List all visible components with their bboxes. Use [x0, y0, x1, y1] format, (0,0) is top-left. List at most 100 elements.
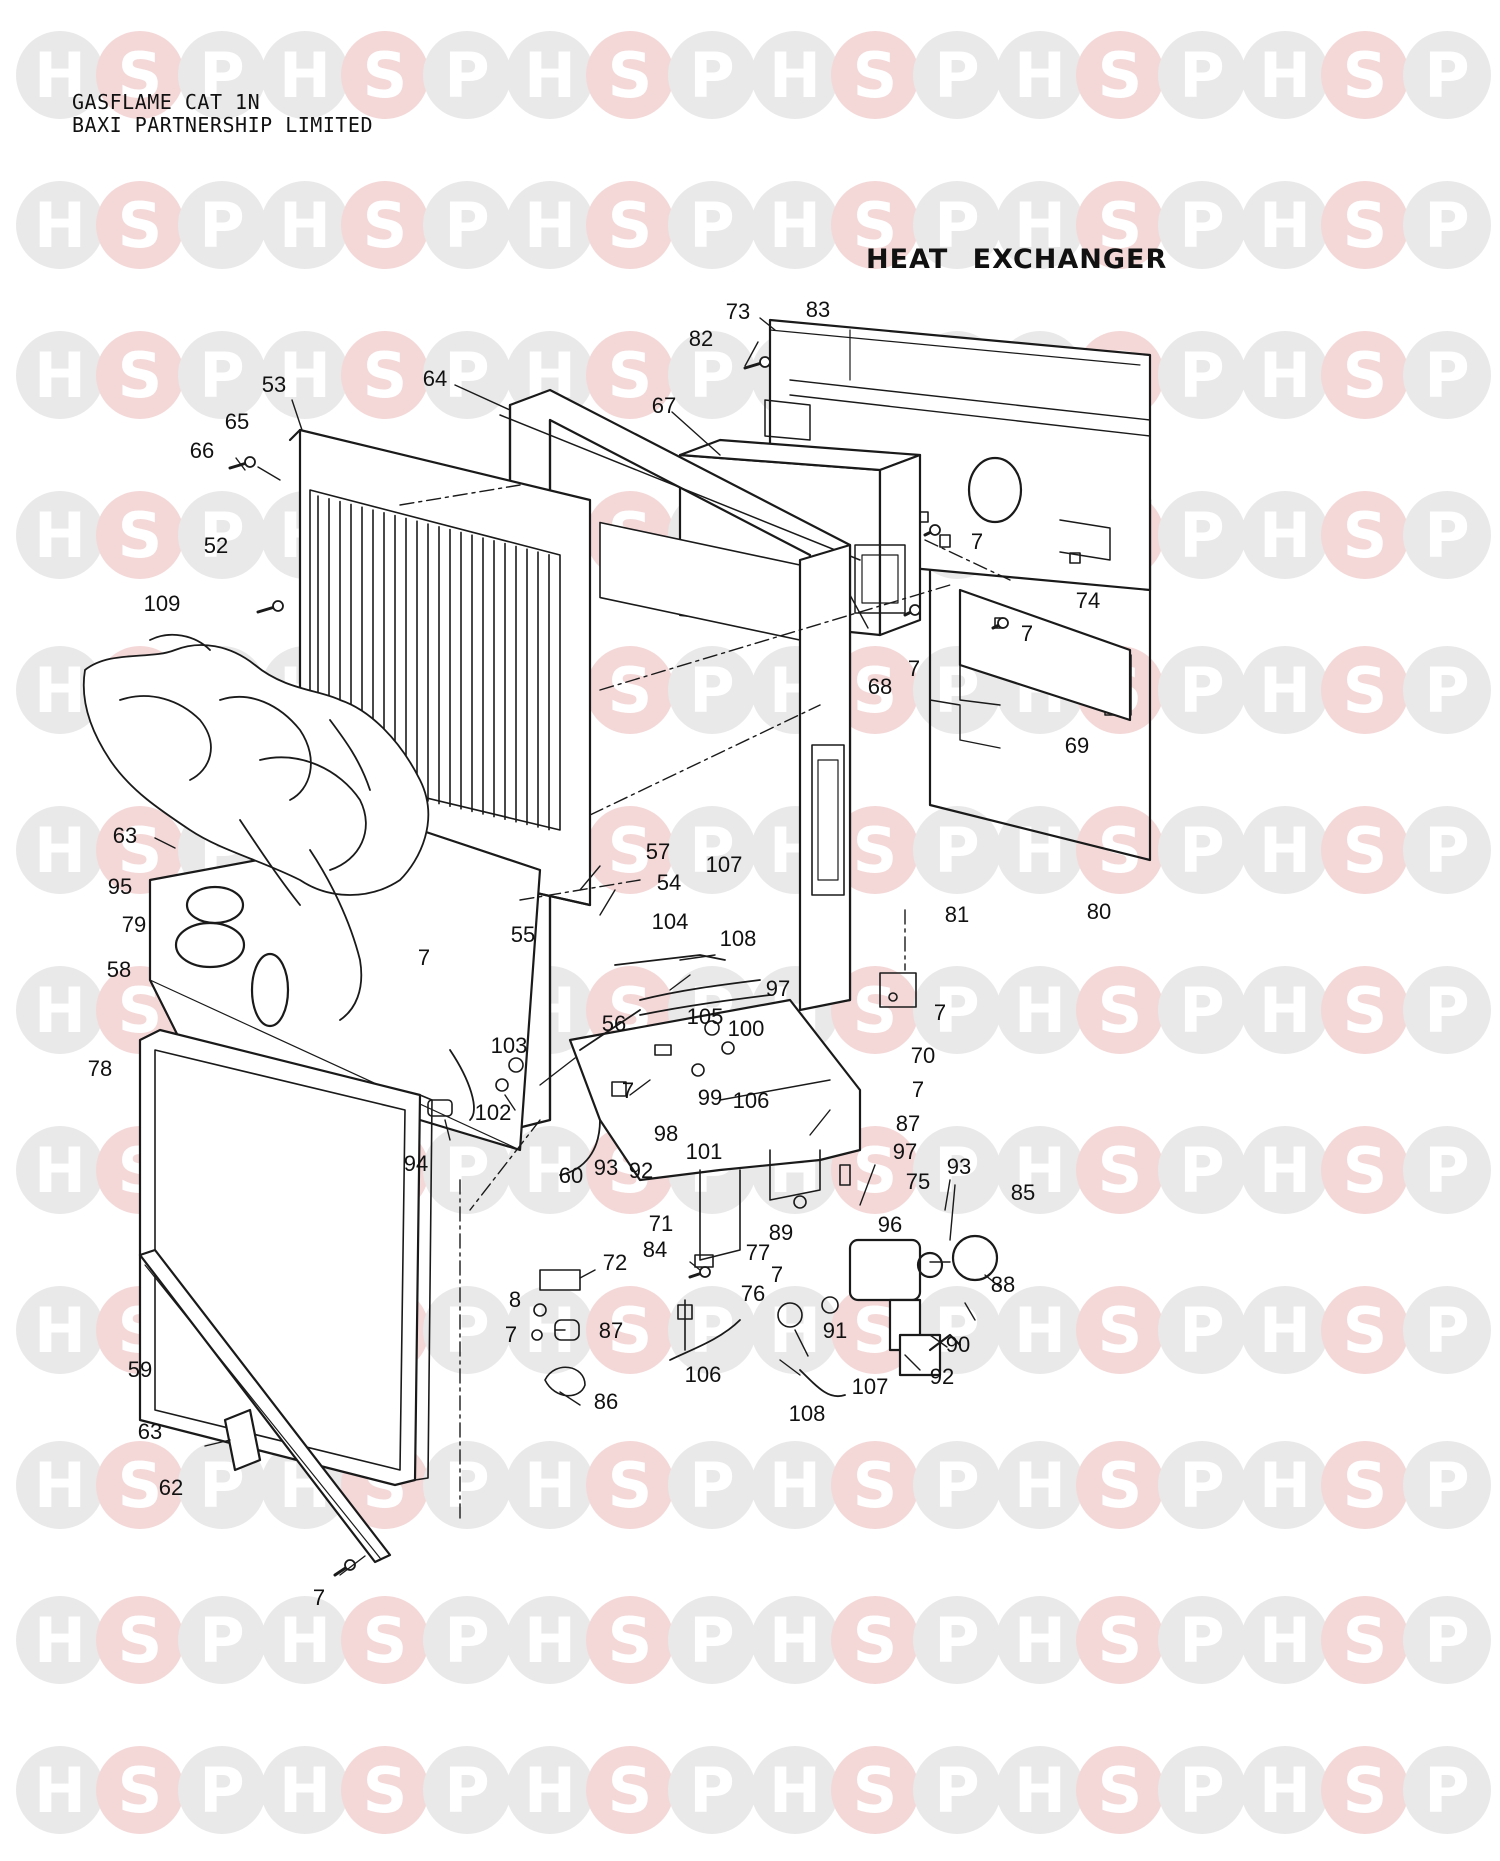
- watermark-letter: P: [689, 1604, 734, 1677]
- watermark-letter: S: [118, 1449, 163, 1522]
- watermark-circle: [996, 1441, 1084, 1529]
- watermark-circle: [586, 1441, 674, 1529]
- watermark-letter: P: [1179, 339, 1224, 412]
- watermark-letter: H: [1259, 654, 1311, 727]
- watermark-circle: [668, 1286, 756, 1374]
- watermark-circle: [96, 331, 184, 419]
- fuel-effect-coals: [82, 633, 430, 1021]
- watermark-circle: [16, 491, 104, 579]
- part-label-108a: 108: [719, 926, 757, 951]
- watermark-letter: S: [1098, 1449, 1143, 1522]
- watermark-circle: [423, 181, 511, 269]
- watermark-circle: [1403, 31, 1491, 119]
- watermark-letter: H: [34, 1294, 86, 1367]
- watermark-letter: H: [524, 1754, 576, 1827]
- part-label-7e: 7: [933, 1000, 947, 1025]
- watermark-circle: [996, 1126, 1084, 1214]
- watermark-circle: [261, 181, 349, 269]
- watermark-letter: H: [1259, 189, 1311, 262]
- part-label-72: 72: [602, 1250, 628, 1275]
- watermark-circle: [1076, 1441, 1164, 1529]
- watermark-circle: [16, 1126, 104, 1214]
- watermark-letter: H: [1014, 1134, 1066, 1207]
- part-label-92b: 92: [929, 1364, 955, 1389]
- part-label-78: 78: [87, 1056, 113, 1081]
- watermark-letter: H: [524, 39, 576, 112]
- watermark-circle: [1158, 1441, 1246, 1529]
- watermark-circle: [668, 181, 756, 269]
- watermark-circle: [1403, 1596, 1491, 1684]
- watermark-circle: [16, 1596, 104, 1684]
- watermark-circle: [423, 1596, 511, 1684]
- watermark-circle: [16, 1441, 104, 1529]
- part-label-7a: 7: [970, 529, 984, 554]
- watermark-letter: H: [1259, 499, 1311, 572]
- part-label-65: 65: [224, 409, 250, 434]
- watermark-circle: [586, 331, 674, 419]
- watermark-circle: [1158, 966, 1246, 1054]
- watermark-letter: H: [1259, 39, 1311, 112]
- part-label-92a: 92: [628, 1158, 654, 1183]
- watermark-circle: [668, 31, 756, 119]
- baffle-plate: [958, 588, 1132, 722]
- watermark-letter: P: [934, 1294, 979, 1367]
- part-label-88: 88: [990, 1272, 1016, 1297]
- watermark-letter: P: [689, 1449, 734, 1522]
- watermark-letter: P: [934, 1754, 979, 1827]
- screw-head: [244, 456, 256, 468]
- watermark-circle: [831, 181, 919, 269]
- watermark-letter: S: [1098, 189, 1143, 262]
- watermark-letter: P: [1424, 1294, 1469, 1367]
- part-label-84: 84: [642, 1237, 668, 1262]
- part-label-7i: 7: [504, 1322, 518, 1347]
- watermark-letter: P: [1179, 1294, 1224, 1367]
- bottom-trim: [138, 1248, 392, 1564]
- watermark-letter: P: [1424, 499, 1469, 572]
- watermark-circle: [96, 1746, 184, 1834]
- watermark-circle: [1403, 1441, 1491, 1529]
- watermark-letter: P: [444, 339, 489, 412]
- watermark-letter: H: [279, 1754, 331, 1827]
- watermark-letter: H: [1014, 814, 1066, 887]
- diagram-title: HEAT EXCHANGER: [866, 244, 1168, 275]
- watermark-circle: [1321, 646, 1409, 734]
- watermark-circle: [178, 1596, 266, 1684]
- watermark-circle: [1158, 1596, 1246, 1684]
- watermark-letter: P: [1179, 189, 1224, 262]
- watermark-letter: H: [279, 39, 331, 112]
- watermark-letter: S: [1343, 1754, 1388, 1827]
- watermark-circle: [751, 181, 839, 269]
- pipework: [449, 954, 846, 1398]
- watermark-circle: [586, 1596, 674, 1684]
- small-fittings: [427, 511, 1081, 1397]
- watermark-letter: P: [1424, 1134, 1469, 1207]
- control-bracket: [568, 998, 862, 1261]
- watermark-circle: [506, 1596, 594, 1684]
- watermark-letter: P: [689, 814, 734, 887]
- watermark-circle: [1158, 1746, 1246, 1834]
- watermark-circle: [831, 806, 919, 894]
- watermark-circle: [831, 1596, 919, 1684]
- watermark-circle: [586, 1746, 674, 1834]
- watermark-circle: [668, 806, 756, 894]
- part-label-82: 82: [688, 326, 714, 351]
- watermark-circle: [506, 1286, 594, 1374]
- watermark-circle: [1076, 181, 1164, 269]
- watermark-circle: [178, 181, 266, 269]
- screw-head: [997, 617, 1009, 629]
- watermark-circle: [668, 1746, 756, 1834]
- watermark-circle: [913, 1441, 1001, 1529]
- watermark-circle: [96, 491, 184, 579]
- watermark-letter: P: [444, 39, 489, 112]
- watermark-circle: [1076, 806, 1164, 894]
- watermark-letter: P: [934, 1134, 979, 1207]
- watermark-circle: [586, 1286, 674, 1374]
- watermark-letter: P: [1424, 39, 1469, 112]
- watermark-circle: [16, 966, 104, 1054]
- watermark-circle: [1403, 806, 1491, 894]
- watermark-circle: [506, 1126, 594, 1214]
- watermark-letter: S: [608, 339, 653, 412]
- watermark-circle: [996, 31, 1084, 119]
- watermark-circle: [178, 31, 266, 119]
- watermark-letter: P: [1424, 1449, 1469, 1522]
